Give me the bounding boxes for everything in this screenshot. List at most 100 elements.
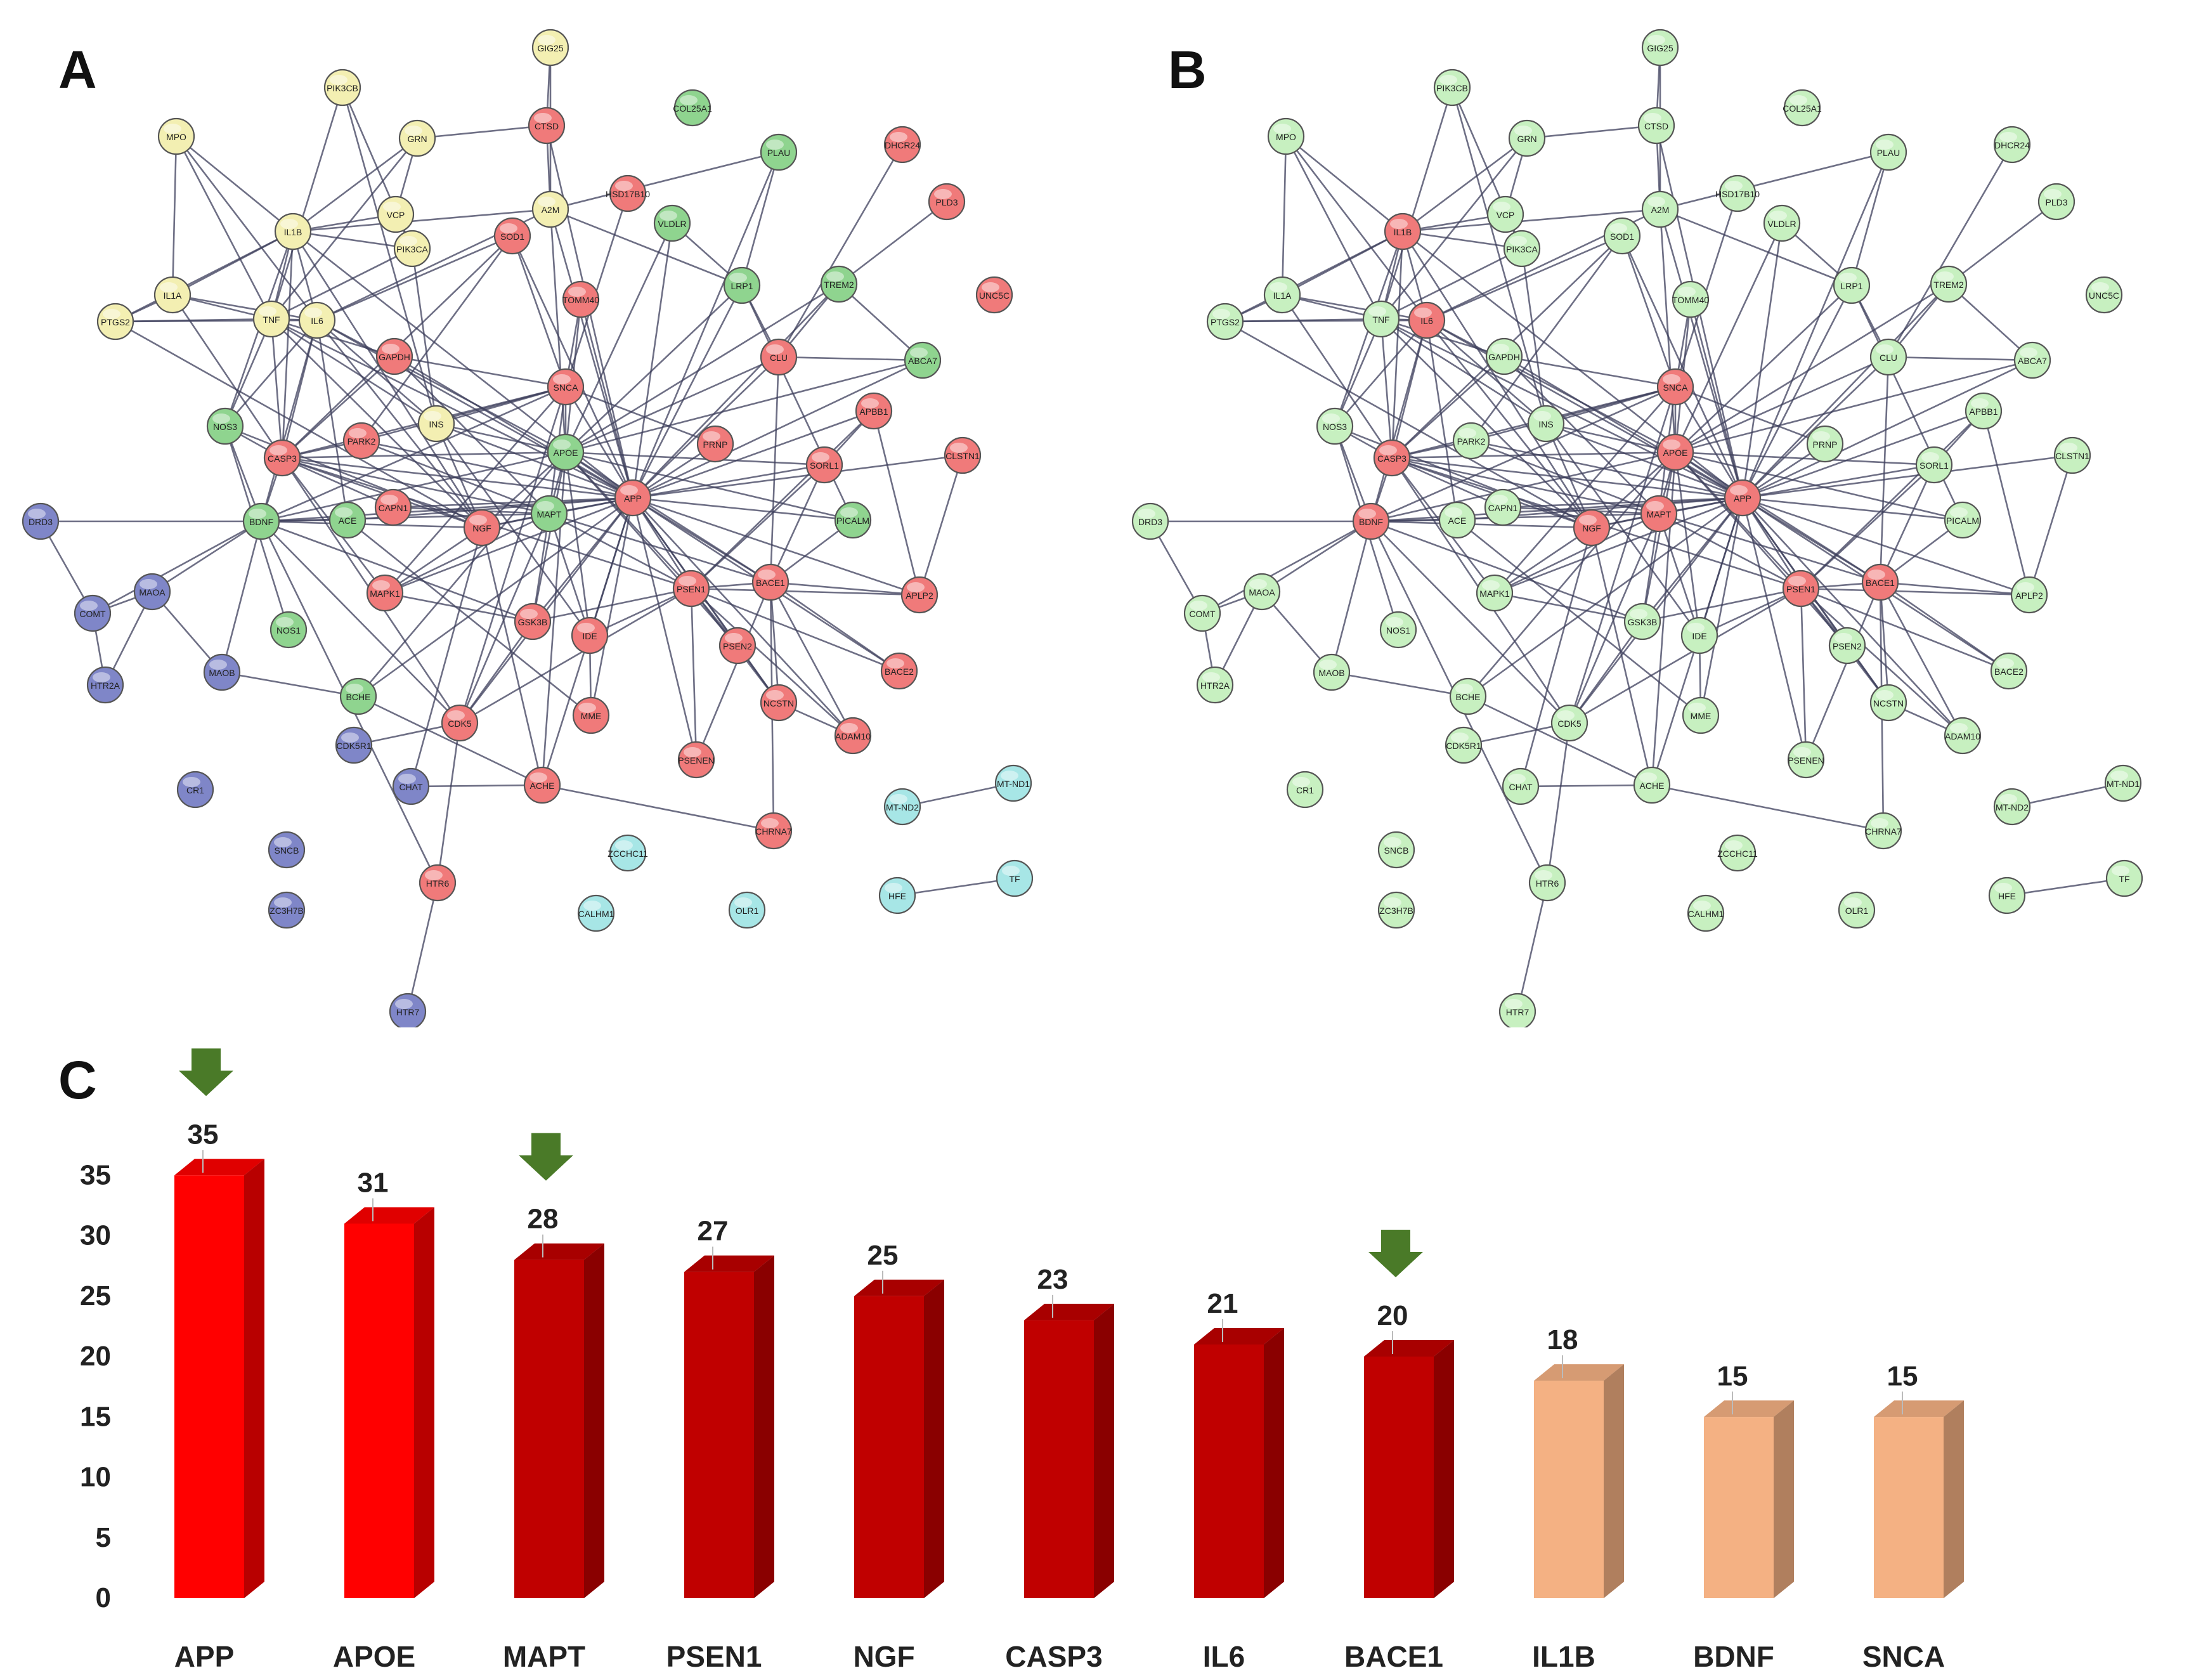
node-highlight (346, 684, 363, 694)
interaction-edge (565, 451, 771, 583)
interaction-edge (741, 152, 780, 286)
interaction-edge (1401, 231, 1593, 528)
node-highlight (534, 113, 552, 123)
node-circle (723, 266, 761, 304)
node-highlight (2017, 582, 2034, 592)
node-highlight (1514, 126, 1532, 136)
interaction-edge (1334, 318, 1382, 427)
node-circle (677, 741, 715, 779)
node-highlight (1493, 202, 1510, 212)
node-label: GAPDH (379, 352, 410, 362)
node-tf: TF (2105, 859, 2143, 897)
node-highlight (330, 75, 348, 85)
y-tick-label: 15 (80, 1401, 111, 1432)
node-snca: SNCA (1656, 368, 1694, 406)
interaction-edge (1948, 283, 2033, 361)
node-highlight (1358, 509, 1376, 519)
node-maob: MAOB (1313, 653, 1351, 691)
node-circle (1869, 338, 1907, 376)
interaction-edge (1689, 299, 1744, 498)
node-label: HTR7 (1506, 1007, 1530, 1017)
interaction-edge (1426, 319, 1676, 453)
node-highlight (424, 411, 441, 421)
interaction-edge (550, 208, 743, 287)
node-label: HFE (1998, 891, 2016, 901)
interaction-edge (1370, 320, 1428, 522)
interaction-edge (1879, 356, 1890, 583)
node-ncstn: NCSTN (1869, 684, 1907, 722)
bar-side-face (1944, 1400, 1964, 1598)
node-circle (1724, 479, 1762, 517)
node-highlight (684, 747, 701, 757)
node-highlight (885, 883, 902, 893)
node-il1b: IL1B (1384, 212, 1422, 251)
node-highlight (907, 582, 925, 592)
bar-value-label: 25 (867, 1240, 899, 1271)
node-highlight (529, 772, 547, 783)
node-circle (206, 407, 244, 445)
node-label: MPO (1276, 132, 1296, 142)
node-label: HSD17B10 (606, 189, 650, 199)
node-circle (1656, 433, 1694, 471)
x-tick-label: NGF (853, 1640, 914, 1673)
bar-psen1: 27 (684, 1216, 774, 1598)
interaction-edge (360, 235, 514, 441)
node-circle (878, 876, 916, 915)
interaction-edge (632, 223, 673, 498)
node-tnf: TNF (252, 300, 290, 338)
interaction-edge (1879, 582, 1964, 736)
bar-top-shade (1704, 1400, 1794, 1417)
y-tick-label: 5 (96, 1522, 111, 1553)
bar-top-face (1194, 1327, 1284, 1345)
node-highlight (500, 223, 517, 233)
node-adam10: ADAM10 (1944, 717, 1982, 755)
node-highlight (103, 309, 120, 319)
node-gig25: GIG25 (1641, 29, 1679, 67)
interaction-edge (1659, 209, 1744, 498)
node-olr1: OLR1 (728, 891, 766, 929)
node-highlight (1950, 507, 1968, 518)
node-circle (928, 183, 966, 221)
interaction-edge (1879, 582, 1890, 703)
node-label: NOS3 (1323, 422, 1347, 432)
node-circle (342, 422, 380, 460)
node-circle (1833, 266, 1871, 304)
bar-ngf: 25 (854, 1240, 944, 1598)
node-circle (609, 834, 647, 872)
node-label: TF (1009, 874, 1020, 884)
interaction-edge (1699, 587, 1802, 637)
interaction-edge (358, 497, 633, 698)
node-circle (1528, 864, 1566, 902)
interaction-edge (1569, 587, 1802, 724)
node-label: BCHE (1456, 692, 1481, 702)
interaction-edge (358, 695, 543, 786)
interaction-edge (1426, 320, 1593, 528)
interaction-edge (1741, 223, 1783, 498)
bar-app: 35 (174, 1119, 264, 1598)
node-label: APOE (1663, 448, 1688, 458)
y-tick-label: 35 (80, 1159, 111, 1190)
node-highlight (1725, 181, 1743, 191)
interaction-edge (1674, 223, 1783, 453)
node-highlight (910, 348, 928, 358)
node-highlight (1999, 132, 2017, 142)
node-circle (1377, 891, 1415, 929)
node-circle (1508, 119, 1546, 157)
bar-value-label: 23 (1037, 1264, 1069, 1295)
highlight-arrow-icon (519, 1133, 573, 1181)
node-cr1: CR1 (176, 771, 214, 809)
node-highlight (1292, 777, 1310, 787)
node-circle (1993, 126, 2031, 164)
node-circle (1682, 696, 1720, 734)
node-zcchc11: ZCCHC11 (607, 834, 648, 872)
interaction-edge (565, 451, 825, 466)
interaction-edge (897, 877, 1015, 897)
node-highlight (536, 501, 554, 511)
node-highlight (1639, 772, 1657, 783)
interaction-edge (741, 285, 854, 521)
interaction-edge (1887, 144, 2013, 358)
interaction-edge (435, 423, 591, 636)
node-circle (1267, 117, 1305, 155)
node-circle (1498, 993, 1536, 1027)
